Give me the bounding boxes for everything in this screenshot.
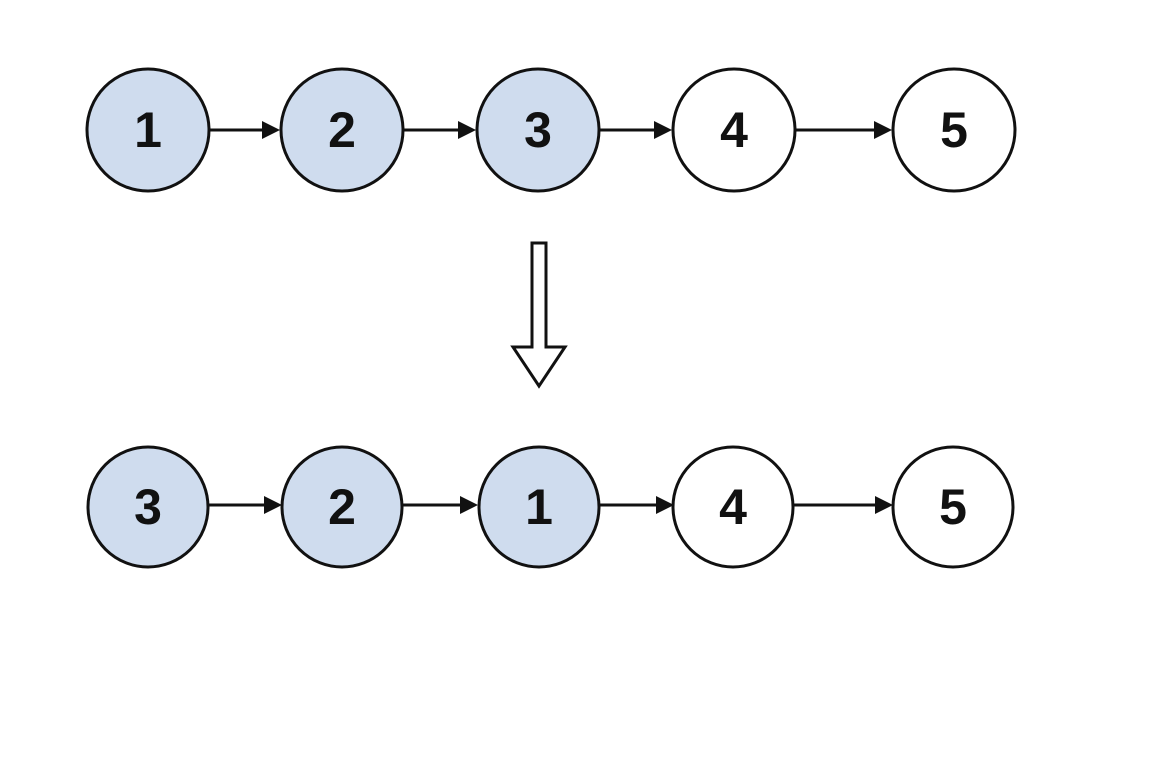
hollow-down-arrow-icon bbox=[510, 241, 568, 389]
before-node-2: 2 bbox=[279, 67, 405, 193]
node-label: 2 bbox=[328, 479, 356, 535]
node-label: 3 bbox=[524, 102, 552, 158]
node-label: 5 bbox=[940, 102, 968, 158]
link-arrowhead bbox=[654, 121, 672, 139]
link-arrowhead bbox=[262, 121, 280, 139]
after-link-2-3 bbox=[402, 496, 478, 514]
node-label: 3 bbox=[134, 479, 162, 535]
node-circle bbox=[280, 445, 404, 569]
node-circle bbox=[477, 445, 601, 569]
before-link-1-2 bbox=[209, 121, 280, 139]
before-node-3: 3 bbox=[475, 67, 601, 193]
link-arrowhead bbox=[874, 121, 892, 139]
node-label: 4 bbox=[719, 479, 747, 535]
node-label: 1 bbox=[525, 479, 553, 535]
after-link-4-5 bbox=[793, 496, 893, 514]
node-circle bbox=[891, 445, 1015, 569]
node-label: 5 bbox=[939, 479, 967, 535]
after-link-1-2 bbox=[208, 496, 282, 514]
before-node-1: 1 bbox=[85, 67, 211, 193]
node-circle bbox=[671, 445, 795, 569]
after-node-1: 3 bbox=[86, 445, 210, 569]
link-arrowhead bbox=[264, 496, 282, 514]
after-list: 3 2 1 4 5 bbox=[86, 445, 1015, 569]
link-arrowhead bbox=[460, 496, 478, 514]
node-label: 1 bbox=[134, 102, 162, 158]
link-arrowhead bbox=[875, 496, 893, 514]
link-arrowhead bbox=[656, 496, 674, 514]
after-node-5: 5 bbox=[891, 445, 1015, 569]
before-link-4-5 bbox=[795, 121, 892, 139]
link-arrowhead bbox=[458, 121, 476, 139]
before-node-4: 4 bbox=[671, 67, 797, 193]
after-node-2: 2 bbox=[280, 445, 404, 569]
after-node-4: 4 bbox=[671, 445, 795, 569]
before-node-5: 5 bbox=[891, 67, 1017, 193]
after-link-3-4 bbox=[599, 496, 674, 514]
node-label: 4 bbox=[720, 102, 748, 158]
node-circle bbox=[891, 67, 1017, 193]
before-link-3-4 bbox=[599, 121, 672, 139]
node-circle bbox=[86, 445, 210, 569]
node-label: 2 bbox=[328, 102, 356, 158]
before-list: 1 2 3 4 5 bbox=[85, 67, 1017, 193]
after-node-3: 1 bbox=[477, 445, 601, 569]
before-link-2-3 bbox=[403, 121, 476, 139]
